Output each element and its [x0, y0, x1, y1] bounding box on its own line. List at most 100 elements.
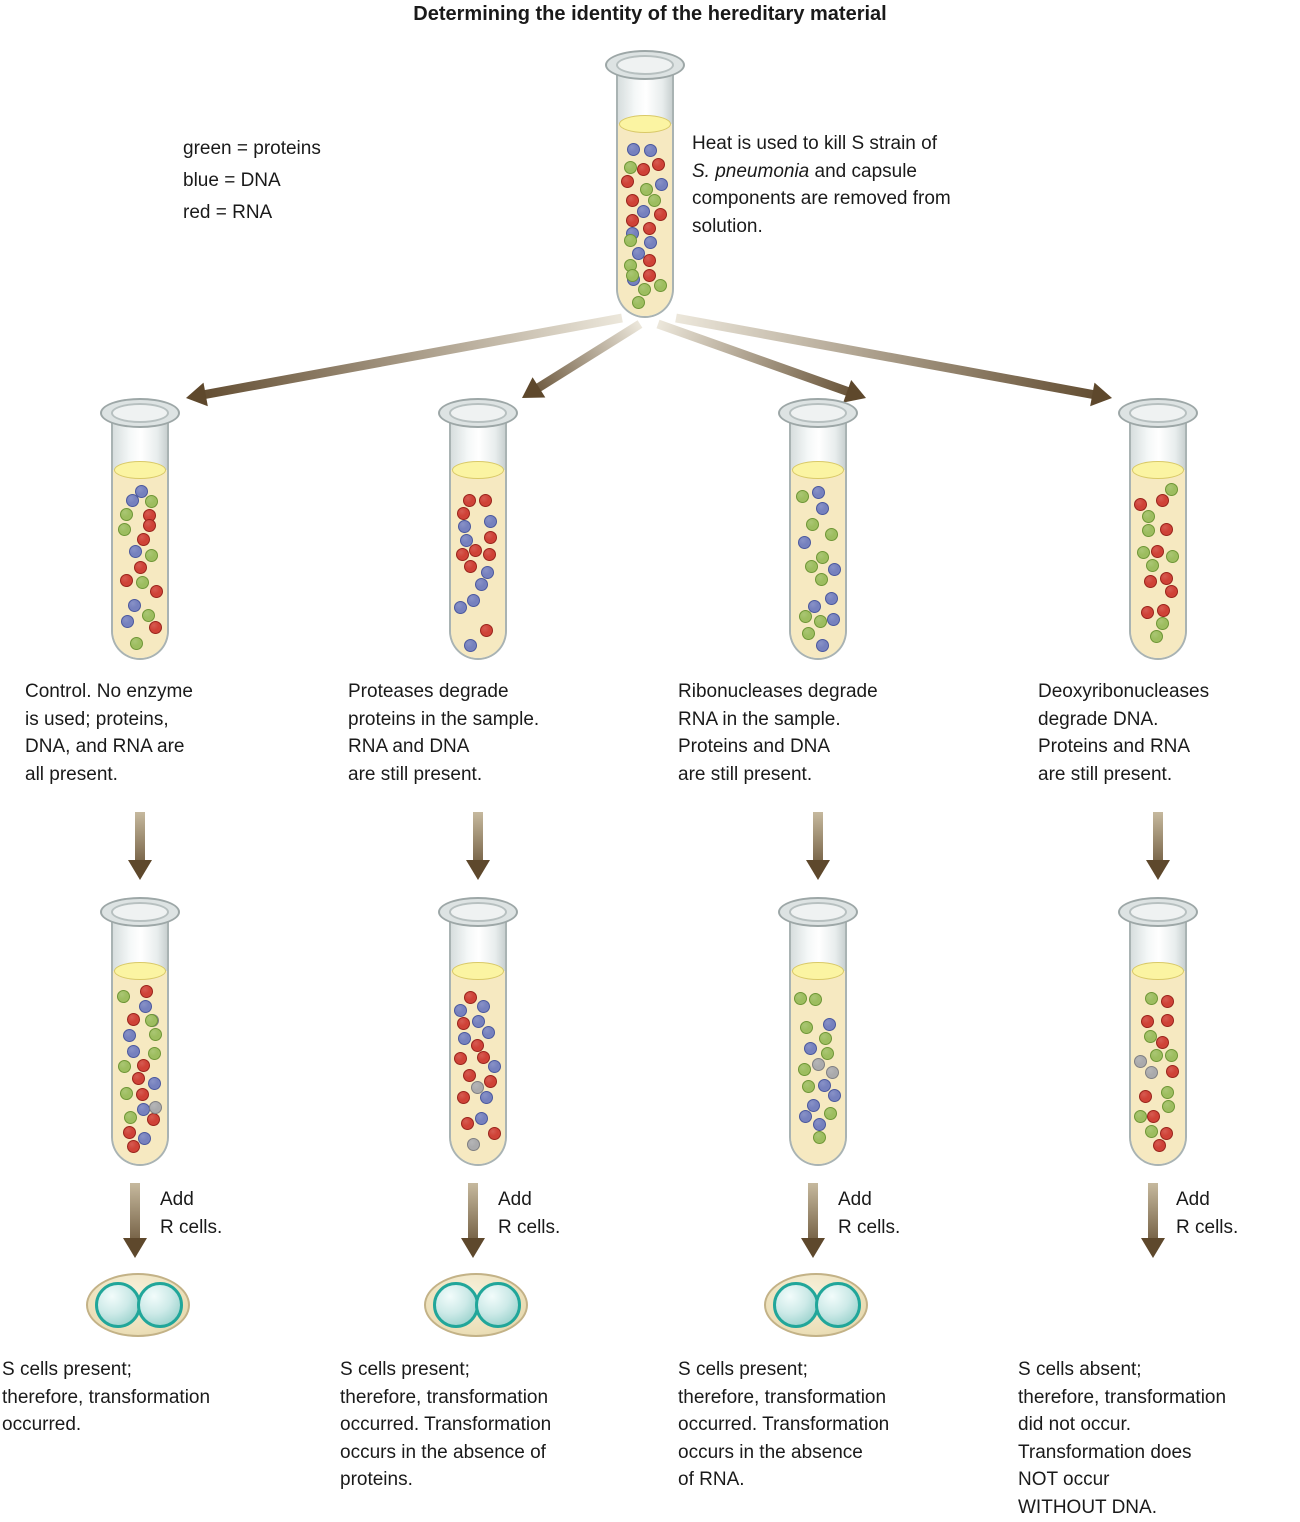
dot-rna — [1160, 523, 1174, 537]
dot-rna — [1161, 1014, 1175, 1028]
result-tube-deoxyribonucleases — [1118, 897, 1198, 1168]
dot-rna — [483, 547, 497, 561]
enzyme-caption-deoxyribonucleases: Deoxyribonucleases degrade DNA. Proteins… — [1038, 681, 1210, 785]
result-caption-proteases: S cells present; therefore, transformati… — [340, 1359, 552, 1491]
dot-proteins — [1141, 523, 1155, 537]
liquid-surface — [1132, 461, 1184, 480]
dot-dna — [632, 246, 646, 260]
dot-rna — [625, 213, 639, 227]
dot-proteins — [1165, 1049, 1179, 1063]
dot-proteins — [624, 161, 638, 175]
dot-proteins — [799, 609, 813, 623]
dot-dna — [466, 593, 480, 607]
dot-dna — [815, 638, 829, 652]
tube-liquid — [113, 961, 167, 1164]
enzyme-arrow-deoxyribonucleases — [1146, 812, 1170, 880]
tube-body — [789, 411, 847, 660]
tube-body — [449, 910, 507, 1166]
dot-dna — [803, 1042, 817, 1056]
dot-proteins — [144, 495, 158, 509]
enzyme-tube-deoxyribonucleases — [1118, 398, 1198, 662]
dot-proteins — [1145, 559, 1159, 573]
dot-dna — [464, 638, 478, 652]
add-r-cells-arrow-ribonucleases — [801, 1183, 825, 1258]
dot-proteins — [120, 508, 134, 522]
dot-proteins — [117, 522, 131, 536]
dot-proteins — [116, 989, 130, 1003]
dot-dna — [138, 999, 152, 1013]
enzyme-arrow-control — [128, 812, 152, 880]
fan-arrow-control — [186, 313, 623, 407]
dot-proteins — [130, 636, 144, 650]
dot-dna — [815, 502, 829, 516]
dot-proteins — [120, 1087, 134, 1101]
dot-dna — [135, 484, 149, 498]
legend-line-rna: red = RNA — [183, 201, 273, 223]
dot-rna — [126, 1140, 140, 1154]
dot-rna — [1155, 493, 1169, 507]
add-r-cells-arrow-proteases — [461, 1183, 485, 1258]
dot-proteins — [824, 1107, 838, 1121]
dot-r_cells — [812, 1058, 826, 1072]
dot-proteins — [1143, 1029, 1157, 1043]
tube-mouth — [111, 403, 169, 423]
result-caption-control: S cells present; therefore, transformati… — [2, 1359, 211, 1436]
tube-mouth — [1129, 403, 1187, 423]
dot-rna — [637, 163, 651, 177]
dot-proteins — [624, 233, 638, 247]
dot-dna — [125, 494, 139, 508]
page-title: Determining the identity of the heredita… — [413, 3, 887, 25]
dot-proteins — [1142, 509, 1156, 523]
dot-r_cells — [1134, 1055, 1147, 1069]
tube-mouth — [1129, 902, 1187, 922]
dot-proteins — [1134, 1110, 1148, 1124]
liquid-surface — [792, 461, 844, 480]
dot-rna — [1141, 1014, 1155, 1028]
dot-rna — [1150, 544, 1164, 558]
dot-proteins — [1160, 1086, 1174, 1100]
tube-body — [1129, 910, 1187, 1166]
dot-dna — [812, 486, 825, 500]
dot-dna — [797, 536, 811, 550]
dot-rna — [456, 1091, 470, 1105]
dot-dna — [458, 1031, 472, 1045]
dot-r_cells — [826, 1065, 840, 1079]
dot-rna — [643, 254, 657, 268]
dot-proteins — [801, 1079, 815, 1093]
tube-mouth — [449, 403, 507, 423]
dot-dna — [120, 615, 134, 629]
dot-rna — [484, 1074, 498, 1088]
dot-rna — [1152, 1139, 1166, 1153]
dot-proteins — [149, 1027, 162, 1041]
coccus — [137, 1282, 183, 1328]
dot-dna — [812, 1117, 826, 1131]
dot-rna — [131, 1072, 145, 1086]
tube-liquid — [451, 461, 505, 658]
dot-dna — [826, 613, 840, 626]
dot-rna — [148, 621, 162, 635]
dot-rna — [133, 560, 147, 574]
dot-proteins — [145, 1014, 159, 1028]
dot-proteins — [796, 489, 810, 503]
dot-proteins — [638, 282, 652, 296]
dot-rna — [1156, 604, 1170, 618]
add-r-cells-label-proteases: Add R cells. — [498, 1189, 561, 1238]
add-r-cells-arrow-deoxyribonucleases — [1141, 1183, 1165, 1258]
legend-line-proteins: green = proteins — [183, 138, 321, 159]
dot-proteins — [118, 1059, 132, 1073]
dot-dna — [138, 1132, 152, 1146]
dot-rna — [1143, 574, 1157, 588]
dot-proteins — [623, 258, 637, 272]
dot-rna — [1160, 994, 1174, 1008]
enzyme-tube-ribonucleases — [778, 398, 858, 662]
dot-dna — [136, 1103, 150, 1117]
source-test-tube — [605, 50, 685, 320]
dot-r_cells — [1144, 1066, 1158, 1080]
dot-rna — [137, 1059, 151, 1073]
heat-description-rest: and capsule components are removed from … — [692, 160, 951, 237]
dot-dna — [824, 592, 838, 606]
liquid-surface — [452, 461, 504, 480]
add-r-cells-label-ribonucleases: Add R cells. — [838, 1189, 901, 1238]
dot-rna — [464, 560, 478, 574]
